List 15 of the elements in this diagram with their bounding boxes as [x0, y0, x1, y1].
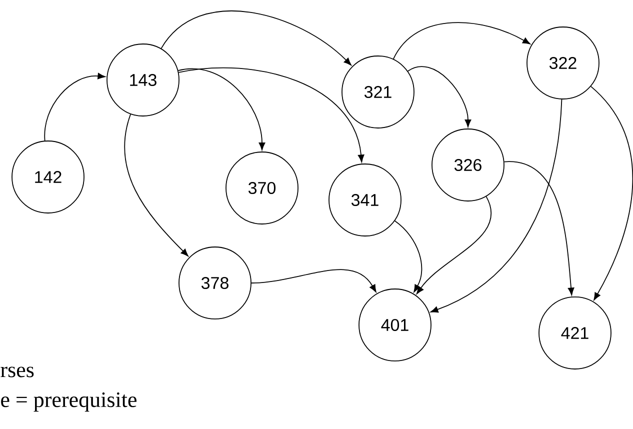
arrow — [590, 86, 633, 300]
arrow — [416, 196, 492, 294]
arrow — [178, 67, 364, 162]
arrow — [124, 114, 188, 256]
arrow — [251, 269, 376, 292]
note-text: e = prerequisite — [1, 392, 136, 412]
arrow — [44, 72, 106, 142]
arrow — [504, 161, 574, 296]
arrow — [394, 220, 422, 292]
arrow — [407, 66, 472, 128]
arrow — [178, 68, 266, 150]
arrow — [160, 10, 352, 66]
arrow — [430, 98, 562, 313]
arrow — [392, 22, 530, 60]
note-text: rses — [0, 366, 34, 378]
